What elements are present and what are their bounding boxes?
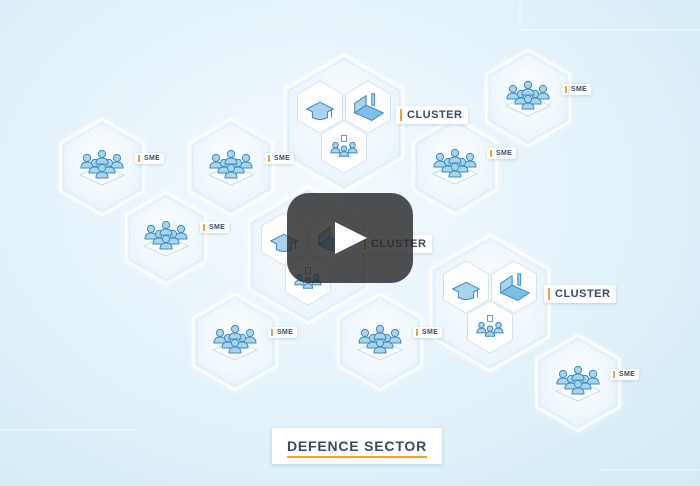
sme-label: SME: [610, 369, 640, 380]
hexagon-inner-border: [192, 122, 270, 212]
graduation-cap-icon: [305, 101, 335, 120]
people-group-icon: [79, 149, 125, 186]
cluster-label-text: CLUSTER: [555, 288, 611, 300]
hexagon-inner-border: [288, 58, 400, 188]
hexagon-inner-border: [196, 297, 274, 387]
people-group-icon: [208, 149, 254, 186]
label-accent-bar: [268, 155, 270, 162]
cluster-label: CLUSTER: [396, 106, 469, 124]
hexagon-inner-border: [539, 338, 617, 428]
factory-icon: [499, 273, 531, 301]
label-accent-bar: [203, 224, 205, 231]
sme-label-text: SME: [422, 329, 439, 336]
people-group-icon: [432, 148, 478, 185]
label-accent-bar: [548, 288, 550, 300]
people-group-icon: [143, 220, 189, 257]
hexagon-inner-border: [416, 121, 494, 211]
sme-label: SME: [268, 327, 298, 338]
label-accent-bar: [416, 329, 418, 336]
research-group-icon: [330, 134, 358, 157]
label-accent-bar: [490, 150, 492, 157]
sme-label-text: SME: [496, 150, 513, 157]
hexagon-inner-border: [341, 297, 419, 387]
label-accent-bar: [271, 329, 273, 336]
hexagon-inner-border: [489, 53, 567, 143]
sme-label-text: SME: [144, 155, 161, 162]
cluster-label: CLUSTER: [544, 285, 617, 303]
factory-icon: [353, 93, 385, 121]
sector-underline: [287, 456, 427, 458]
sme-label: SME: [200, 222, 230, 233]
sme-label: SME: [413, 327, 443, 338]
label-accent-bar: [613, 371, 615, 378]
sme-label-text: SME: [571, 86, 588, 93]
background-lines: [0, 0, 700, 470]
play-icon: [335, 222, 367, 254]
label-accent-bar: [565, 86, 567, 93]
label-accent-bar: [138, 155, 140, 162]
research-group-icon: [476, 314, 504, 337]
people-group-icon: [505, 80, 551, 117]
sme-label-text: SME: [209, 224, 226, 231]
sme-label: SME: [265, 153, 295, 164]
defence-sector-label: DEFENCE SECTOR: [272, 428, 442, 464]
sme-label: SME: [135, 153, 165, 164]
sme-label-text: SME: [274, 155, 291, 162]
sme-label-text: SME: [619, 371, 636, 378]
cluster-label-text: CLUSTER: [407, 109, 463, 121]
sector-title: DEFENCE SECTOR: [286, 438, 428, 454]
label-accent-bar: [400, 109, 402, 121]
hexagon-inner-border: [63, 122, 141, 212]
sme-label: SME: [487, 148, 517, 159]
sme-label: SME: [562, 84, 592, 95]
people-group-icon: [357, 324, 403, 361]
hexagon-inner-border: [434, 238, 546, 368]
people-group-icon: [212, 324, 258, 361]
video-play-button[interactable]: [287, 193, 413, 283]
hexagon-inner-border: [129, 195, 203, 281]
people-group-icon: [555, 365, 601, 402]
graduation-cap-icon: [451, 281, 481, 300]
sme-label-text: SME: [277, 329, 294, 336]
